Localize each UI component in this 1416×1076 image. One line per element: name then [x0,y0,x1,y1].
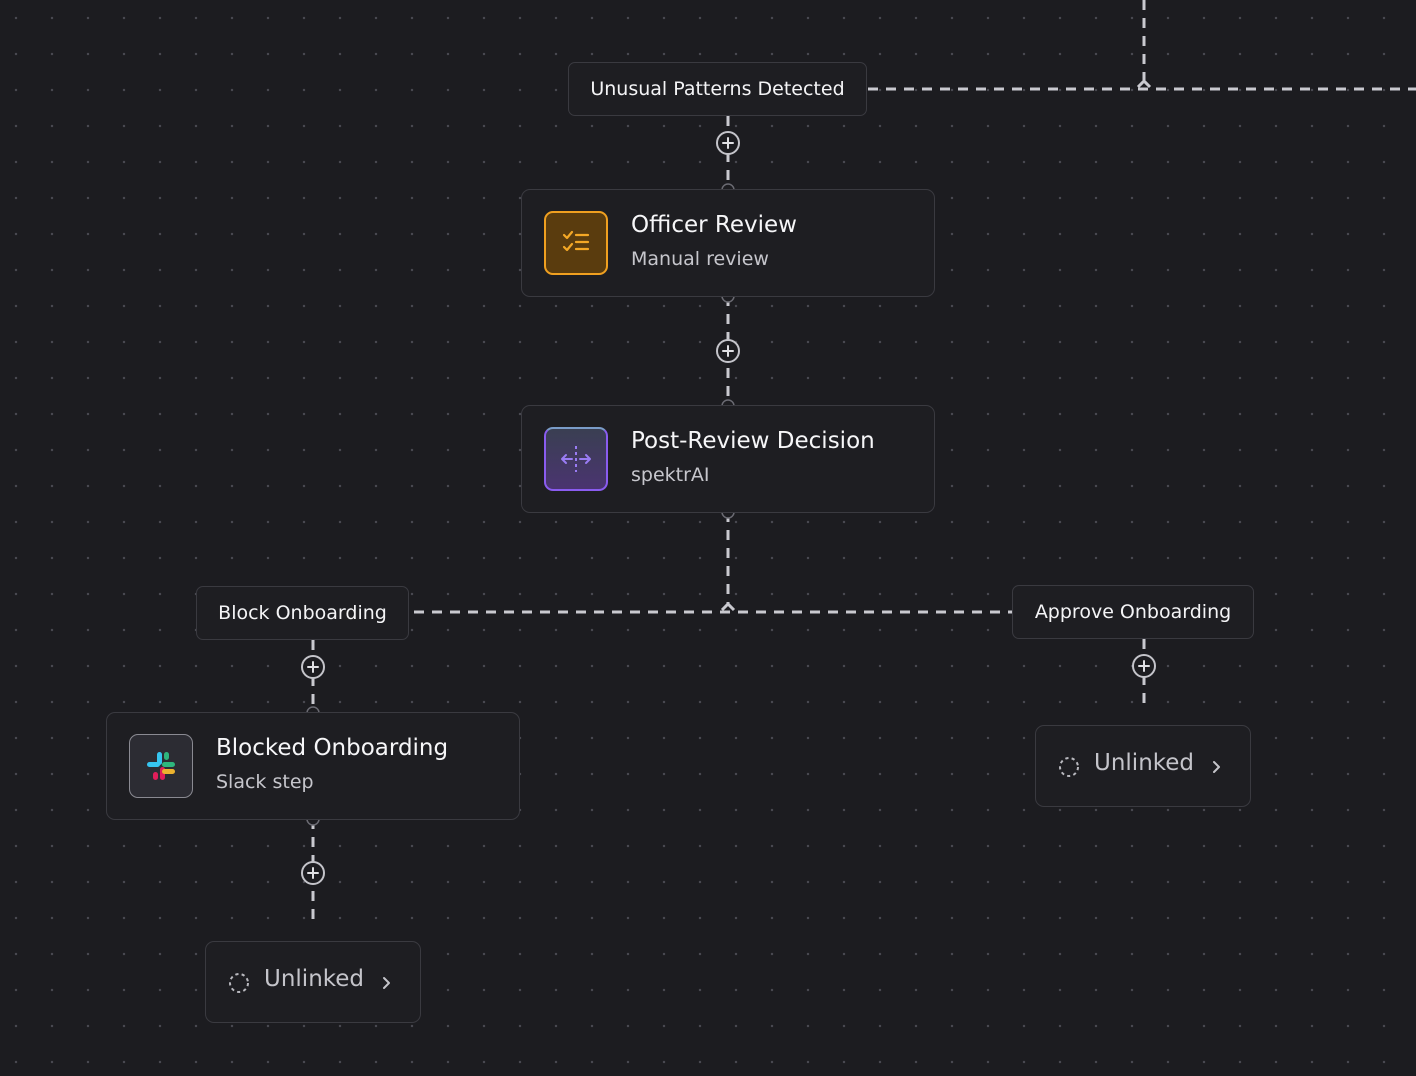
chevron-right-icon [383,977,390,989]
step-title: Blocked Onboarding [216,735,449,761]
split-arrows-icon [544,427,608,491]
step-subtitle: Slack step [216,771,314,793]
add-step-button[interactable] [301,655,325,679]
condition-block-onboarding[interactable]: Block Onboarding [196,586,409,640]
condition-label: Unusual Patterns Detected [590,78,845,100]
loading-circle-icon [229,973,249,993]
condition-approve-onboarding[interactable]: Approve Onboarding [1012,585,1254,639]
condition-label: Block Onboarding [218,602,387,624]
slack-icon [129,734,193,798]
plus-icon [722,345,734,357]
add-step-button[interactable] [301,861,325,885]
plus-icon [722,137,734,149]
chevron-right-icon [1213,761,1220,773]
loading-circle-icon [1059,757,1079,777]
step-officer-review[interactable]: Officer Review Manual review [521,189,935,297]
condition-unusual-patterns[interactable]: Unusual Patterns Detected [568,62,867,116]
unlinked-label: Unlinked [264,966,365,992]
step-subtitle: Manual review [631,248,769,270]
unlinked-node-right[interactable]: Unlinked [1035,725,1251,807]
plus-icon [307,661,319,673]
step-subtitle: spektrAI [631,464,710,486]
condition-label: Approve Onboarding [1034,601,1232,623]
checklist-icon [544,211,608,275]
plus-icon [307,867,319,879]
step-blocked-onboarding[interactable]: Blocked Onboarding Slack step [106,712,520,820]
add-step-button[interactable] [716,339,740,363]
add-step-button[interactable] [716,131,740,155]
step-title: Post-Review Decision [631,428,875,454]
step-title: Officer Review [631,212,797,238]
unlinked-node-left[interactable]: Unlinked [205,941,421,1023]
plus-icon [1138,660,1150,672]
add-step-button[interactable] [1132,654,1156,678]
unlinked-label: Unlinked [1094,750,1195,776]
step-post-review-decision[interactable]: Post-Review Decision spektrAI [521,405,935,513]
